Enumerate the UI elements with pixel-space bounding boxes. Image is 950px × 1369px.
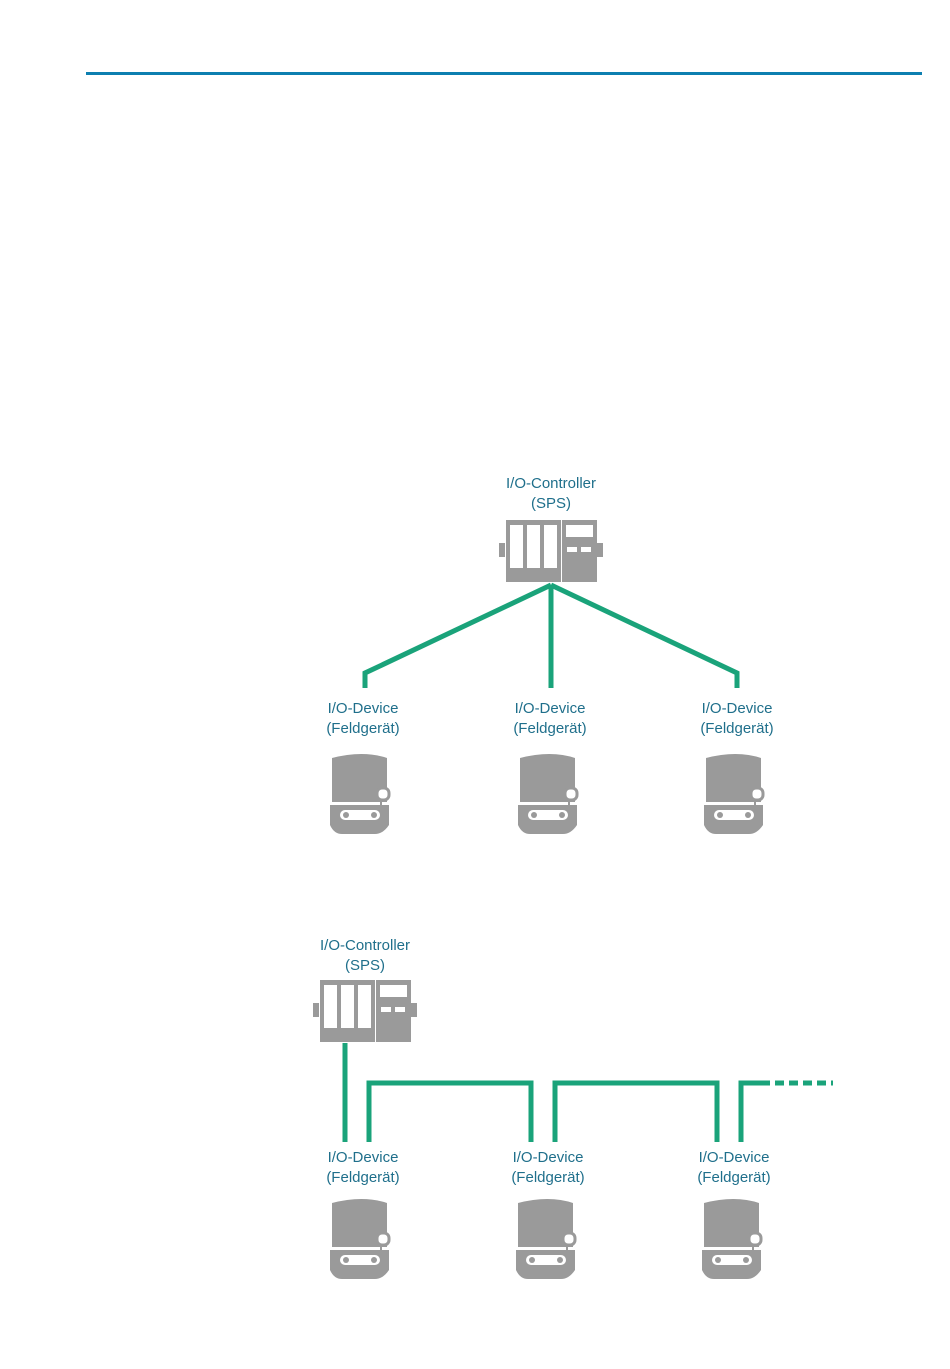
controller-label: I/O-Controller (SPS)	[471, 474, 631, 514]
device-screw	[371, 812, 377, 818]
device-label: I/O-Device (Feldgerät)	[657, 699, 817, 739]
device-screw	[715, 1257, 721, 1263]
device-label-line2: (Feldgerät)	[283, 719, 443, 739]
plc-mount-left	[499, 543, 505, 557]
device-label-line1: I/O-Device	[470, 699, 630, 719]
device-valve-knob	[749, 1233, 761, 1245]
device-label: I/O-Device (Feldgerät)	[283, 1148, 443, 1188]
plc-slot	[510, 525, 523, 568]
plc-icon	[313, 980, 417, 1042]
device-screw	[717, 812, 723, 818]
device-valve-knob	[751, 788, 763, 800]
device-label-line1: I/O-Device	[283, 699, 443, 719]
plc-slot	[544, 525, 557, 568]
plc-slot	[324, 985, 337, 1028]
field-device-icon	[702, 1199, 761, 1279]
device-valve-knob	[565, 788, 577, 800]
device-screw	[557, 1257, 563, 1263]
device-label: I/O-Device (Feldgerät)	[470, 699, 630, 739]
plc-display	[380, 985, 407, 997]
device-screw	[343, 1257, 349, 1263]
controller-label: I/O-Controller (SPS)	[285, 936, 445, 976]
device-screw	[343, 812, 349, 818]
plc-mount-left	[313, 1003, 319, 1017]
device-screw	[371, 1257, 377, 1263]
device-label-line2: (Feldgerät)	[468, 1168, 628, 1188]
device-valve-knob	[563, 1233, 575, 1245]
device-label-line1: I/O-Device	[283, 1148, 443, 1168]
plc-display	[566, 525, 593, 537]
device-label: I/O-Device (Feldgerät)	[654, 1148, 814, 1188]
plc-icon	[499, 520, 603, 582]
device-label-line2: (Feldgerät)	[283, 1168, 443, 1188]
bus-segment-device-1-to-device-2	[369, 1083, 531, 1142]
star-topology-diagram	[330, 520, 763, 834]
plc-led	[567, 547, 577, 552]
device-valve-knob	[377, 788, 389, 800]
device-screw	[745, 812, 751, 818]
star-bus-lines	[365, 585, 737, 688]
device-label-line1: I/O-Device	[654, 1148, 814, 1168]
field-device-icon	[704, 754, 763, 834]
device-label-line1: I/O-Device	[468, 1148, 628, 1168]
device-valve-knob	[377, 1233, 389, 1245]
plc-mount-right	[411, 1003, 417, 1017]
device-screw	[531, 812, 537, 818]
plc-slot	[358, 985, 371, 1028]
line-topology-diagram	[313, 980, 833, 1279]
plc-slot	[527, 525, 540, 568]
bus-line-to-device-3	[551, 585, 737, 688]
device-label: I/O-Device (Feldgerät)	[468, 1148, 628, 1188]
field-device-icon	[330, 1199, 389, 1279]
field-device-icon	[330, 754, 389, 834]
plc-led	[381, 1007, 391, 1012]
device-label: I/O-Device (Feldgerät)	[283, 699, 443, 739]
field-device-icon	[516, 1199, 575, 1279]
device-screw	[529, 1257, 535, 1263]
controller-label-line2: (SPS)	[285, 956, 445, 976]
plc-mount-right	[597, 543, 603, 557]
device-label-line2: (Feldgerät)	[654, 1168, 814, 1188]
plc-led	[395, 1007, 405, 1012]
controller-label-line2: (SPS)	[471, 494, 631, 514]
field-device-icon	[518, 754, 577, 834]
bus-segment-device-3-out	[741, 1083, 770, 1142]
controller-label-line1: I/O-Controller	[471, 474, 631, 494]
bus-line-to-device-1	[365, 585, 551, 688]
plc-led	[581, 547, 591, 552]
device-label-line1: I/O-Device	[657, 699, 817, 719]
line-bus-lines	[345, 1043, 833, 1142]
controller-label-line1: I/O-Controller	[285, 936, 445, 956]
plc-slot	[341, 985, 354, 1028]
device-label-line2: (Feldgerät)	[470, 719, 630, 739]
device-label-line2: (Feldgerät)	[657, 719, 817, 739]
device-screw	[559, 812, 565, 818]
device-screw	[743, 1257, 749, 1263]
bus-segment-device-2-to-device-3	[555, 1083, 717, 1142]
